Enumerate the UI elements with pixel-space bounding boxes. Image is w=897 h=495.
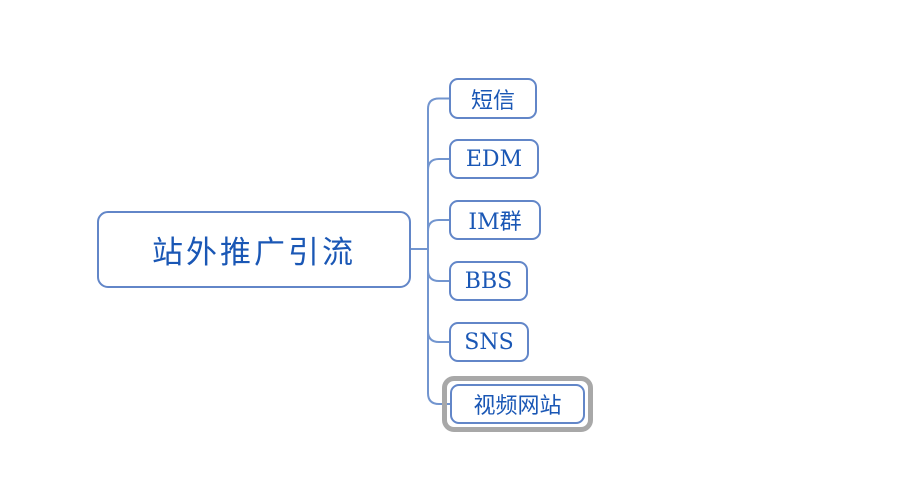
connector-branch-1 (427, 97, 450, 110)
node-label: IM群 (468, 210, 522, 235)
mindmap-node-video-sites[interactable]: 视频网站 (450, 384, 585, 424)
mindmap-node-bbs[interactable]: BBS (449, 261, 528, 301)
mindmap-root-node[interactable]: 站外推广引流 (97, 211, 411, 288)
node-label: BBS (464, 268, 513, 294)
connector-branch-2 (427, 158, 450, 171)
node-label: 短信 (470, 88, 515, 114)
mindmap-node-im-group[interactable]: IM群 (449, 200, 541, 240)
mindmap-node-sns[interactable]: SNS (449, 322, 529, 362)
connector-branch-4 (427, 269, 450, 282)
connector-branch-3 (427, 219, 450, 232)
node-label: SNS (464, 329, 514, 355)
connector-branch-5 (427, 330, 450, 343)
root-node-label: 站外推广引流 (152, 235, 356, 271)
connector-branch-6 (427, 392, 451, 405)
node-label: EDM (465, 146, 523, 172)
node-label: 视频网站 (473, 394, 562, 419)
mindmap-node-edm[interactable]: EDM (449, 139, 539, 179)
mindmap-node-sms[interactable]: 短信 (449, 78, 537, 119)
